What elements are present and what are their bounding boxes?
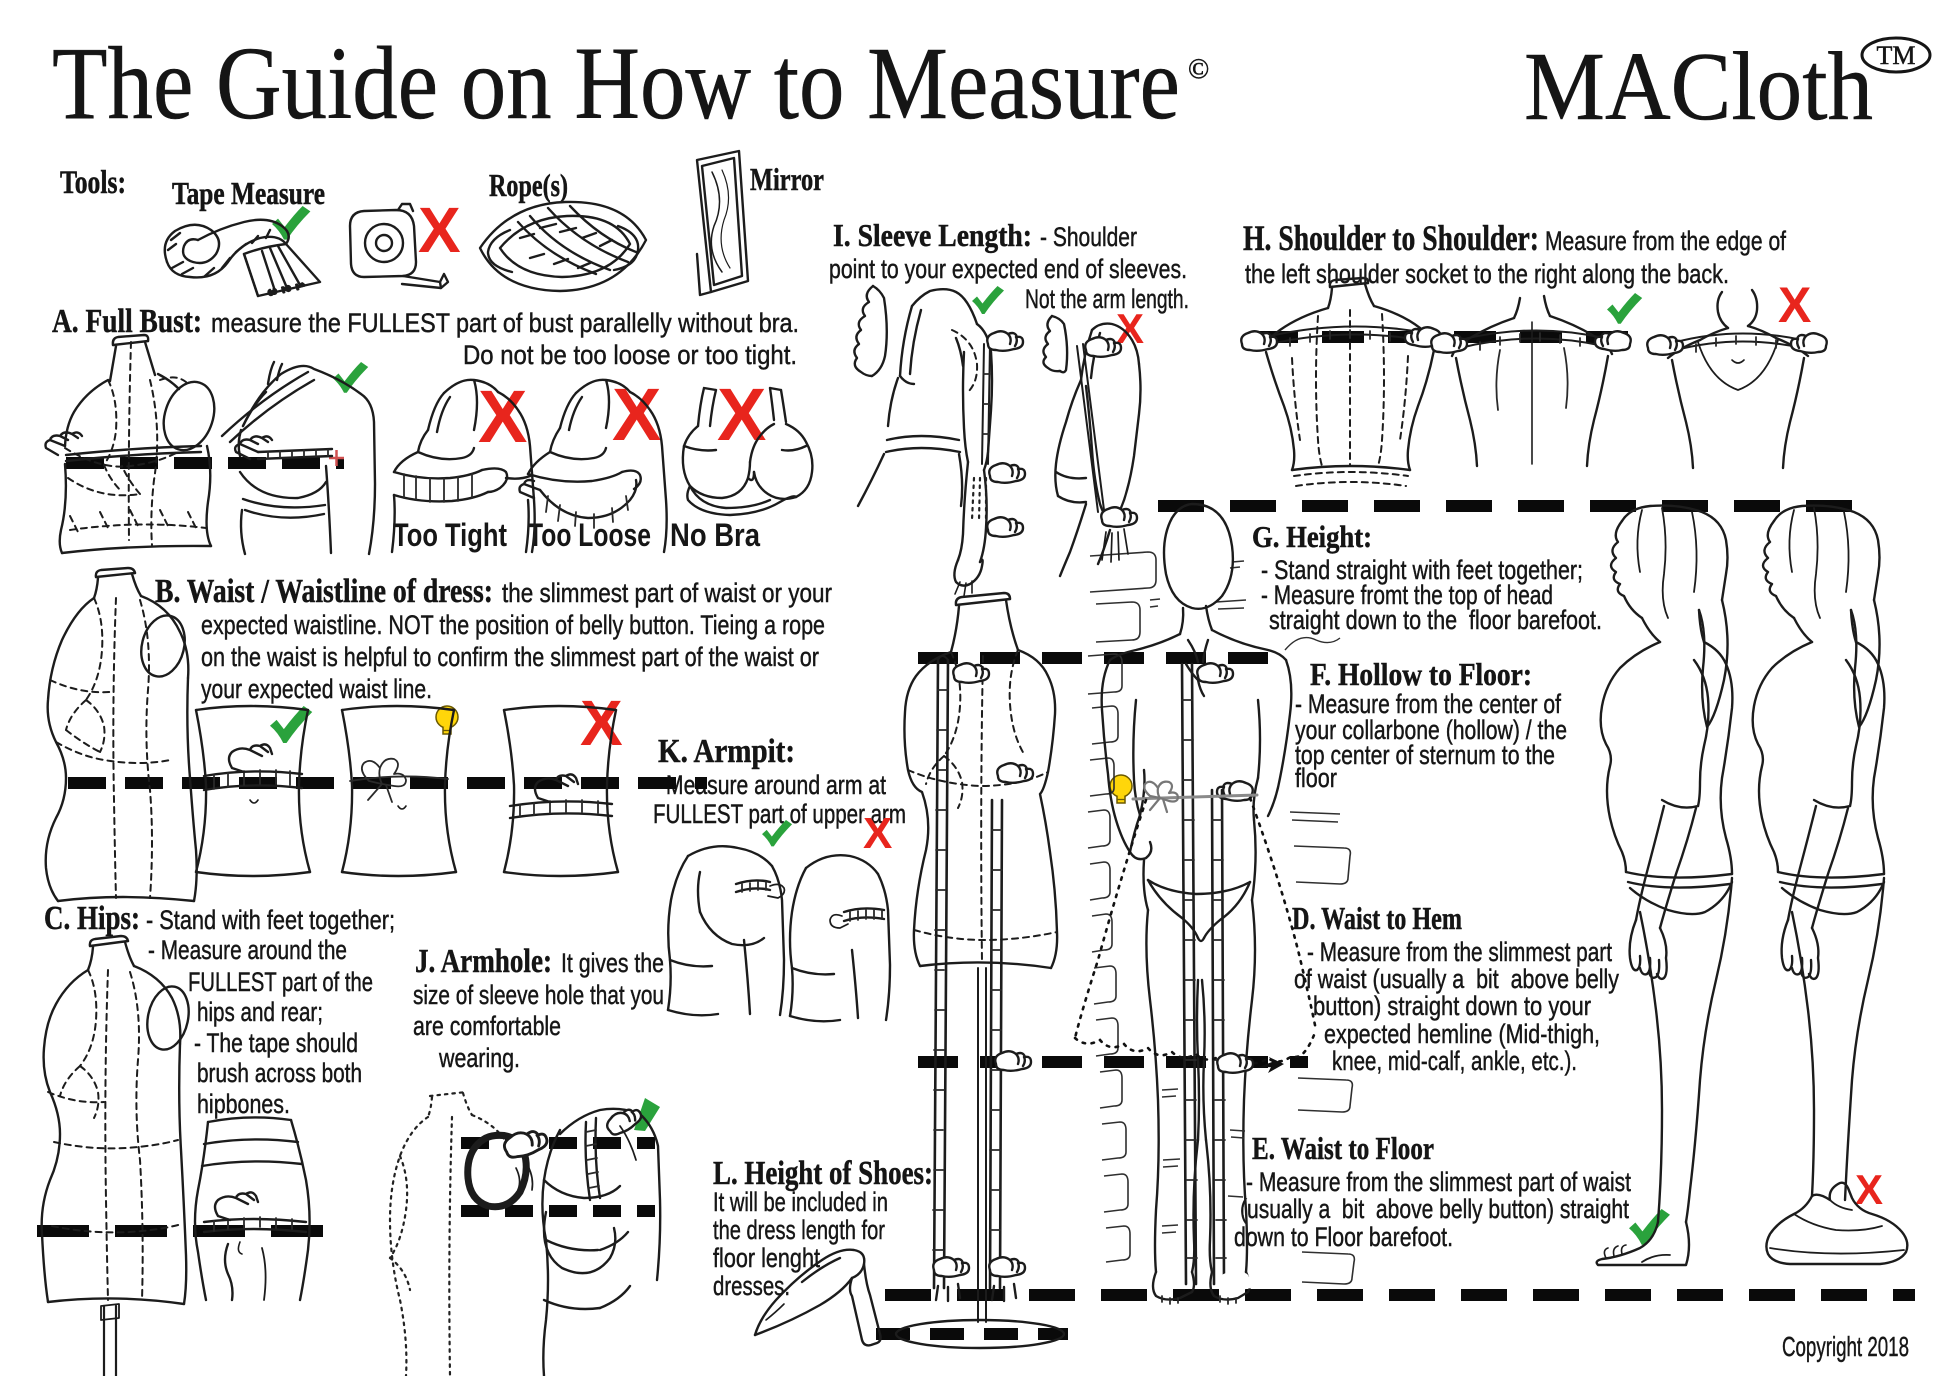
svg-text:wearing.: wearing.	[438, 1043, 520, 1073]
svg-text:B. Waist / Waistline of dress:: B. Waist / Waistline of dress:	[155, 573, 493, 610]
svg-text:X: X	[580, 687, 623, 759]
svg-text:(usually a bit above belly b: (usually a bit above belly button) strai…	[1240, 1194, 1629, 1224]
svg-text:G. Height:: G. Height:	[1252, 519, 1372, 554]
svg-text:- Measure around the: - Measure around the	[148, 935, 347, 965]
svg-text:X: X	[418, 194, 461, 266]
svg-text:Rope(s): Rope(s)	[489, 167, 568, 203]
svg-text:floor: floor	[1295, 763, 1337, 793]
svg-text:X: X	[1855, 1166, 1883, 1213]
svg-text:knee, mid-calf, ankle, etc.).: knee, mid-calf, ankle, etc.).	[1332, 1046, 1577, 1076]
svg-text:Measure from the edge of: Measure from the edge of	[1545, 226, 1786, 256]
svg-text:It gives the: It gives the	[561, 948, 664, 978]
svg-text:the left shoulder socket to th: the left shoulder socket to the right al…	[1245, 259, 1729, 289]
svg-text:expected hemline (Mid-thigh,: expected hemline (Mid-thigh,	[1324, 1019, 1600, 1049]
svg-text:Tools:: Tools:	[60, 165, 126, 201]
svg-text:button) straight down to your: button) straight down to your	[1313, 991, 1591, 1021]
svg-text:Too Tight: Too Tight	[393, 517, 507, 553]
svg-text:your collarbone (hollow) / the: your collarbone (hollow) / the	[1295, 715, 1567, 745]
svg-text:K. Armpit:: K. Armpit:	[658, 733, 795, 770]
svg-text:- Measure around arm at: - Measure around arm at	[653, 770, 886, 800]
svg-text:J. Armhole:: J. Armhole:	[415, 943, 552, 980]
svg-text:- The tape should: - The tape should	[194, 1028, 358, 1058]
svg-text:hips and rear;: hips and rear;	[197, 997, 323, 1027]
svg-text:X: X	[863, 809, 892, 858]
svg-text:Not the arm length.: Not the arm length.	[1025, 284, 1189, 314]
svg-text:Tape Measure: Tape Measure	[172, 175, 325, 211]
svg-text:brush across both: brush across both	[197, 1058, 362, 1088]
svg-text:expected waistline. NOT the po: expected waistline. NOT the position of …	[201, 610, 825, 640]
svg-text:FULLEST part of the: FULLEST part of the	[188, 967, 373, 997]
svg-text:E. Waist to Floor: E. Waist to Floor	[1252, 1130, 1434, 1166]
svg-text:the dress length for: the dress length for	[713, 1215, 885, 1245]
svg-text:A. Full Bust:: A. Full Bust:	[52, 303, 202, 340]
svg-text:X: X	[717, 373, 766, 456]
svg-text:X: X	[478, 375, 527, 458]
svg-text:TM: TM	[1877, 41, 1916, 70]
svg-text:- Shoulder: - Shoulder	[1040, 222, 1137, 252]
svg-text:on the waist is helpful to con: on the waist is helpful to confirm the s…	[201, 642, 819, 672]
svg-text:- Stand straight with feet tog: - Stand straight with feet together;	[1261, 555, 1583, 585]
svg-text:- Stand with feet together;: - Stand with feet together;	[146, 905, 395, 935]
svg-text:straight down to the floor ba: straight down to the floor barefoot.	[1269, 605, 1602, 635]
svg-text:- Measure fromt the top of hea: - Measure fromt the top of head	[1261, 580, 1553, 610]
svg-text:top center of sternum to the: top center of sternum to the	[1295, 740, 1555, 770]
svg-text:- Measure from the slimmest pa: - Measure from the slimmest part of wais…	[1246, 1167, 1631, 1197]
svg-text:I. Sleeve Length:: I. Sleeve Length:	[833, 217, 1032, 253]
svg-text:FULLEST part of upper arm: FULLEST part of upper arm	[653, 799, 906, 829]
svg-text:C. Hips:: C. Hips:	[44, 900, 140, 937]
svg-text:Too Loose: Too Loose	[528, 517, 651, 553]
svg-text:The Guide on How to Measure: The Guide on How to Measure	[52, 26, 1180, 141]
svg-text:X: X	[1778, 277, 1811, 333]
svg-text:No Bra: No Bra	[670, 517, 760, 553]
svg-text:down to Floor barefoot.: down to Floor barefoot.	[1234, 1222, 1453, 1252]
svg-text:your expected waist line.: your expected waist line.	[201, 674, 432, 704]
svg-text:the slimmest part of waist or: the slimmest part of waist or your	[502, 578, 832, 608]
svg-text:size of sleeve hole that you: size of sleeve hole that you	[413, 980, 664, 1010]
svg-text:H. Shoulder to Shoulder:: H. Shoulder to Shoulder:	[1243, 218, 1539, 258]
svg-text:point to your expected end of: point to your expected end of sleeves.	[829, 254, 1187, 284]
svg-text:2: 2	[279, 285, 292, 294]
svg-text:measure the FULLEST part of bu: measure the FULLEST part of bust paralle…	[211, 308, 799, 338]
svg-text:Do not be too loose or too tig: Do not be too loose or too tight.	[463, 340, 797, 370]
svg-text:- Measure from the center of: - Measure from the center of	[1295, 689, 1561, 719]
svg-text:F. Hollow to Floor:: F. Hollow to Floor:	[1310, 656, 1532, 692]
svg-text:floor lenght: floor lenght	[713, 1243, 820, 1273]
svg-text:dresses.: dresses.	[713, 1271, 790, 1301]
svg-text:Mirror: Mirror	[750, 161, 824, 197]
svg-text:are comfortable: are comfortable	[413, 1011, 561, 1041]
svg-text:Copyright 2018: Copyright 2018	[1782, 1331, 1909, 1362]
svg-text:- Measure from the slimmest pa: - Measure from the slimmest part	[1307, 937, 1612, 967]
svg-text:MACloth: MACloth	[1524, 33, 1873, 141]
svg-text:1: 1	[293, 282, 306, 291]
svg-text:hipbones.: hipbones.	[197, 1089, 290, 1119]
svg-text:D. Waist to Hem: D. Waist to Hem	[1292, 900, 1462, 936]
svg-text:It will be included in: It will be included in	[713, 1187, 888, 1217]
svg-text:©: ©	[1188, 54, 1209, 85]
svg-text:of waist (usually a bit abov: of waist (usually a bit above belly	[1294, 964, 1619, 994]
svg-text:L. Height of Shoes:: L. Height of Shoes:	[713, 1155, 933, 1192]
svg-text:3: 3	[265, 288, 278, 297]
